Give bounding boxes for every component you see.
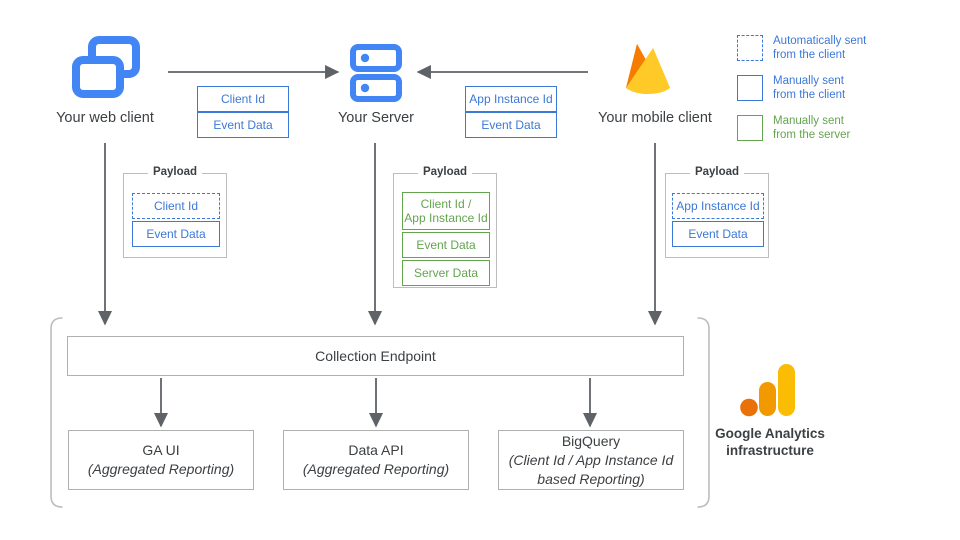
- server-label: Your Server: [337, 110, 415, 126]
- legend-swatch-manual-client: [737, 75, 763, 101]
- legend-text-auto-client: Automatically sent from the client: [773, 35, 867, 61]
- mobile-client-node: [620, 38, 676, 104]
- payload-web-item-client-id: Client Id: [132, 193, 220, 219]
- ga-infrastructure-caption: Google Analytics infrastructure: [715, 426, 825, 458]
- ga-bars-icon: [740, 364, 795, 417]
- payload-server-item-event-data: Event Data: [402, 232, 490, 258]
- payload-server-title: Payload: [417, 166, 473, 178]
- web-client-node: [72, 36, 140, 102]
- output-bigquery-title: BigQuery: [561, 432, 621, 449]
- legend-text-manual-server: Manually sent from the server: [773, 115, 851, 141]
- output-data-api-subtitle: (Aggregated Reporting): [302, 461, 450, 477]
- google-analytics-logo: [740, 362, 798, 418]
- payload-server-item-ids-label: Client Id / App Instance Id: [404, 197, 488, 225]
- output-ga-ui-subtitle: (Aggregated Reporting): [87, 461, 235, 477]
- payload-web-item-event-data: Event Data: [132, 221, 220, 247]
- server-node: [350, 44, 402, 102]
- collection-endpoint-label: Collection Endpoint: [315, 347, 436, 364]
- payload-server: Payload Client Id / App Instance Id Even…: [393, 166, 497, 288]
- payload-mobile-item-event-data: Event Data: [672, 221, 764, 247]
- payload-mobile-title: Payload: [689, 166, 745, 178]
- browser-windows-icon: [72, 36, 140, 98]
- payload-mobile: Payload App Instance Id Event Data: [665, 166, 769, 258]
- legend-swatch-auto-client: [737, 35, 763, 61]
- web-client-label: Your web client: [56, 110, 154, 126]
- output-data-api-title: Data API: [348, 442, 404, 458]
- mobile-client-label: Your mobile client: [598, 110, 712, 126]
- collection-endpoint-box: Collection Endpoint: [67, 336, 684, 376]
- payload-mobile-item-app-instance-id: App Instance Id: [672, 193, 764, 219]
- legend-swatch-manual-server: [737, 115, 763, 141]
- payload-web: Payload Client Id Event Data: [123, 166, 227, 258]
- output-box-ga-ui: GA UI (Aggregated Reporting): [68, 430, 254, 490]
- output-bigquery-subtitle: (Client Id / App Instance Id based Repor…: [508, 451, 674, 487]
- legend-text-manual-client: Manually sent from the client: [773, 75, 846, 101]
- output-box-data-api: Data API (Aggregated Reporting): [283, 430, 469, 490]
- transfer-chip-event-data: Event Data: [197, 112, 289, 138]
- transfer-chip-app-instance-id: App Instance Id: [465, 86, 557, 112]
- transfer-chip-event-data-mobile: Event Data: [465, 112, 557, 138]
- payload-server-item-ids: Client Id / App Instance Id: [402, 192, 490, 230]
- transfer-chip-client-id: Client Id: [197, 86, 289, 112]
- firebase-flame-icon: [626, 44, 670, 94]
- output-box-bigquery: BigQuery (Client Id / App Instance Id ba…: [498, 430, 684, 490]
- payload-web-title: Payload: [147, 166, 203, 178]
- payload-server-item-server-data: Server Data: [402, 260, 490, 286]
- output-ga-ui-title: GA UI: [142, 442, 180, 458]
- server-rack-icon: [350, 44, 402, 102]
